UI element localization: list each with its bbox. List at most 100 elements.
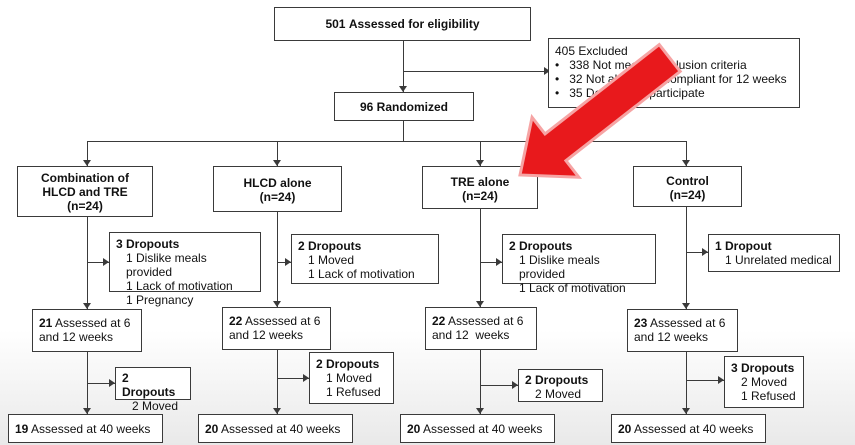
arrowhead <box>682 408 690 414</box>
eligibility-count: 501 <box>325 17 346 31</box>
assessed-text: and 12 weeks <box>229 328 304 342</box>
dropouts-title: 2 Dropouts <box>298 239 362 253</box>
assessed-count: 21 <box>39 316 53 330</box>
assessed-box: 22 Assessed at 6 and 12 weeks <box>222 307 331 350</box>
arrowhead <box>273 301 281 307</box>
assessed-text: Assessed at 6 <box>448 314 524 328</box>
dropout-reason: 2 Moved <box>741 375 788 389</box>
eligibility-box: 501 Assessed for eligibility <box>274 7 531 41</box>
dropouts-box: 3 Dropouts 1 Dislike meals provided 1 La… <box>109 232 261 307</box>
arrowhead <box>83 408 91 414</box>
arm-name-line2: HLCD and TRE <box>42 185 128 199</box>
arm-n: (n=24) <box>669 188 706 202</box>
final-text: Assessed at 40 weeks <box>31 422 151 436</box>
connector-line <box>87 141 687 143</box>
arrowhead <box>682 303 690 309</box>
assessed-count: 22 <box>229 314 243 328</box>
randomized-count: 96 <box>359 100 374 114</box>
arm-name-line1: Control <box>666 174 709 188</box>
connector-line <box>686 352 688 414</box>
connector-line <box>480 141 482 166</box>
randomized-box: 96 Randomized <box>334 92 474 121</box>
connector-line <box>277 378 309 380</box>
arm-n: (n=24) <box>67 199 103 213</box>
connector-line <box>403 71 544 73</box>
dropouts-box: 1 Dropout 1 Unrelated medical <box>708 234 840 272</box>
dropouts-title: 2 Dropouts <box>509 239 573 253</box>
assessed-count: 23 <box>634 316 648 330</box>
dropout-reason: 1 Moved <box>326 371 373 385</box>
connector-line <box>480 209 482 307</box>
dropout-reason: 1 Lack of motivation <box>308 267 415 281</box>
assessed-text: and 12 weeks <box>432 328 510 342</box>
dropout-reason: 1 Lack of motivation <box>519 281 626 295</box>
connector-line <box>480 385 518 387</box>
dropout-reason: 1 Refused <box>326 385 381 399</box>
assessed-count: 22 <box>432 314 446 328</box>
dropout-reason: 1 Lack of motivation <box>126 279 233 293</box>
arrowhead-arm2 <box>273 160 281 166</box>
arm-n: (n=24) <box>259 190 296 204</box>
connector-line <box>686 207 688 309</box>
dropouts-box: 3 Dropouts 2 Moved 1 Refused <box>724 356 804 408</box>
dropouts-title: 2 Dropouts <box>525 373 589 387</box>
connector-line <box>686 380 724 382</box>
dropouts-title: 2 Dropouts <box>122 371 176 399</box>
connector-line <box>277 212 279 307</box>
dropouts-box: 2 Dropouts 1 Dislike meals provided 1 La… <box>502 234 656 295</box>
dropout-reason: 1 Pregnancy <box>126 293 194 307</box>
assessed-text: Assessed at 6 <box>245 314 321 328</box>
arrowhead <box>103 258 109 266</box>
dropout-reason: 2 Moved <box>535 387 582 401</box>
dropout-reason: 1 Dislike meals provided <box>519 253 600 281</box>
connector-line <box>686 252 708 254</box>
arrowhead <box>476 408 484 414</box>
connector-line <box>480 262 502 264</box>
arm-box-control: Control (n=24) <box>633 166 742 207</box>
arrowhead <box>285 258 291 266</box>
dropouts-box: 2 Dropouts 2 Moved <box>518 369 603 402</box>
arm-name-line1: TRE alone <box>450 175 510 189</box>
dropout-reason: 1 Unrelated medical <box>725 253 832 267</box>
dropouts-title: 3 Dropouts <box>116 237 180 251</box>
final-box: 19 Assessed at 40 weeks <box>8 414 163 443</box>
dropouts-box: 2 Dropouts 2 Moved <box>115 367 191 413</box>
dropouts-title: 1 Dropout <box>715 239 772 253</box>
assessed-box: 21 Assessed at 6 and 12 weeks <box>32 309 142 352</box>
final-count: 20 <box>618 422 632 436</box>
final-count: 19 <box>15 422 29 436</box>
dropout-reason: 1 Refused <box>741 389 796 403</box>
connector-line <box>686 141 688 166</box>
randomized-text: Randomized <box>376 100 449 114</box>
dropout-reason: 1 Moved <box>308 253 355 267</box>
arrowhead <box>83 303 91 309</box>
final-count: 20 <box>407 422 421 436</box>
connector-line <box>403 121 405 141</box>
assessed-text: Assessed at 6 <box>55 316 131 330</box>
arrowhead <box>476 301 484 307</box>
arm-box-tre: TRE alone (n=24) <box>422 166 538 209</box>
arrowhead <box>273 408 281 414</box>
assessed-text: and 12 weeks <box>634 330 709 344</box>
arm-n: (n=24) <box>462 189 498 203</box>
arrowhead <box>702 248 708 256</box>
final-count: 20 <box>205 422 219 436</box>
arrowhead-randomized <box>399 86 407 92</box>
arm-box-hlcd: HLCD alone (n=24) <box>213 166 342 212</box>
final-box: 20 Assessed at 40 weeks <box>198 414 353 443</box>
connector-line <box>277 262 291 264</box>
connector-line <box>403 41 405 92</box>
dropout-reason: 2 Moved <box>132 399 179 413</box>
final-text: Assessed at 40 weeks <box>423 422 543 436</box>
arm-box-combination: Combination of HLCD and TRE (n=24) <box>17 166 153 217</box>
red-arrow-icon <box>518 42 683 179</box>
arrowhead-arm3 <box>476 160 484 166</box>
dropouts-box: 2 Dropouts 1 Moved 1 Refused <box>309 352 394 404</box>
assessed-box: 23 Assessed at 6 and 12 weeks <box>627 309 738 352</box>
assessed-text: and 12 weeks <box>39 330 114 344</box>
arrowhead <box>303 374 309 382</box>
assessed-box: 22 Assessed at 6 and 12 weeks <box>425 307 537 350</box>
final-box: 20 Assessed at 40 weeks <box>611 414 766 443</box>
connector-line <box>87 383 115 385</box>
